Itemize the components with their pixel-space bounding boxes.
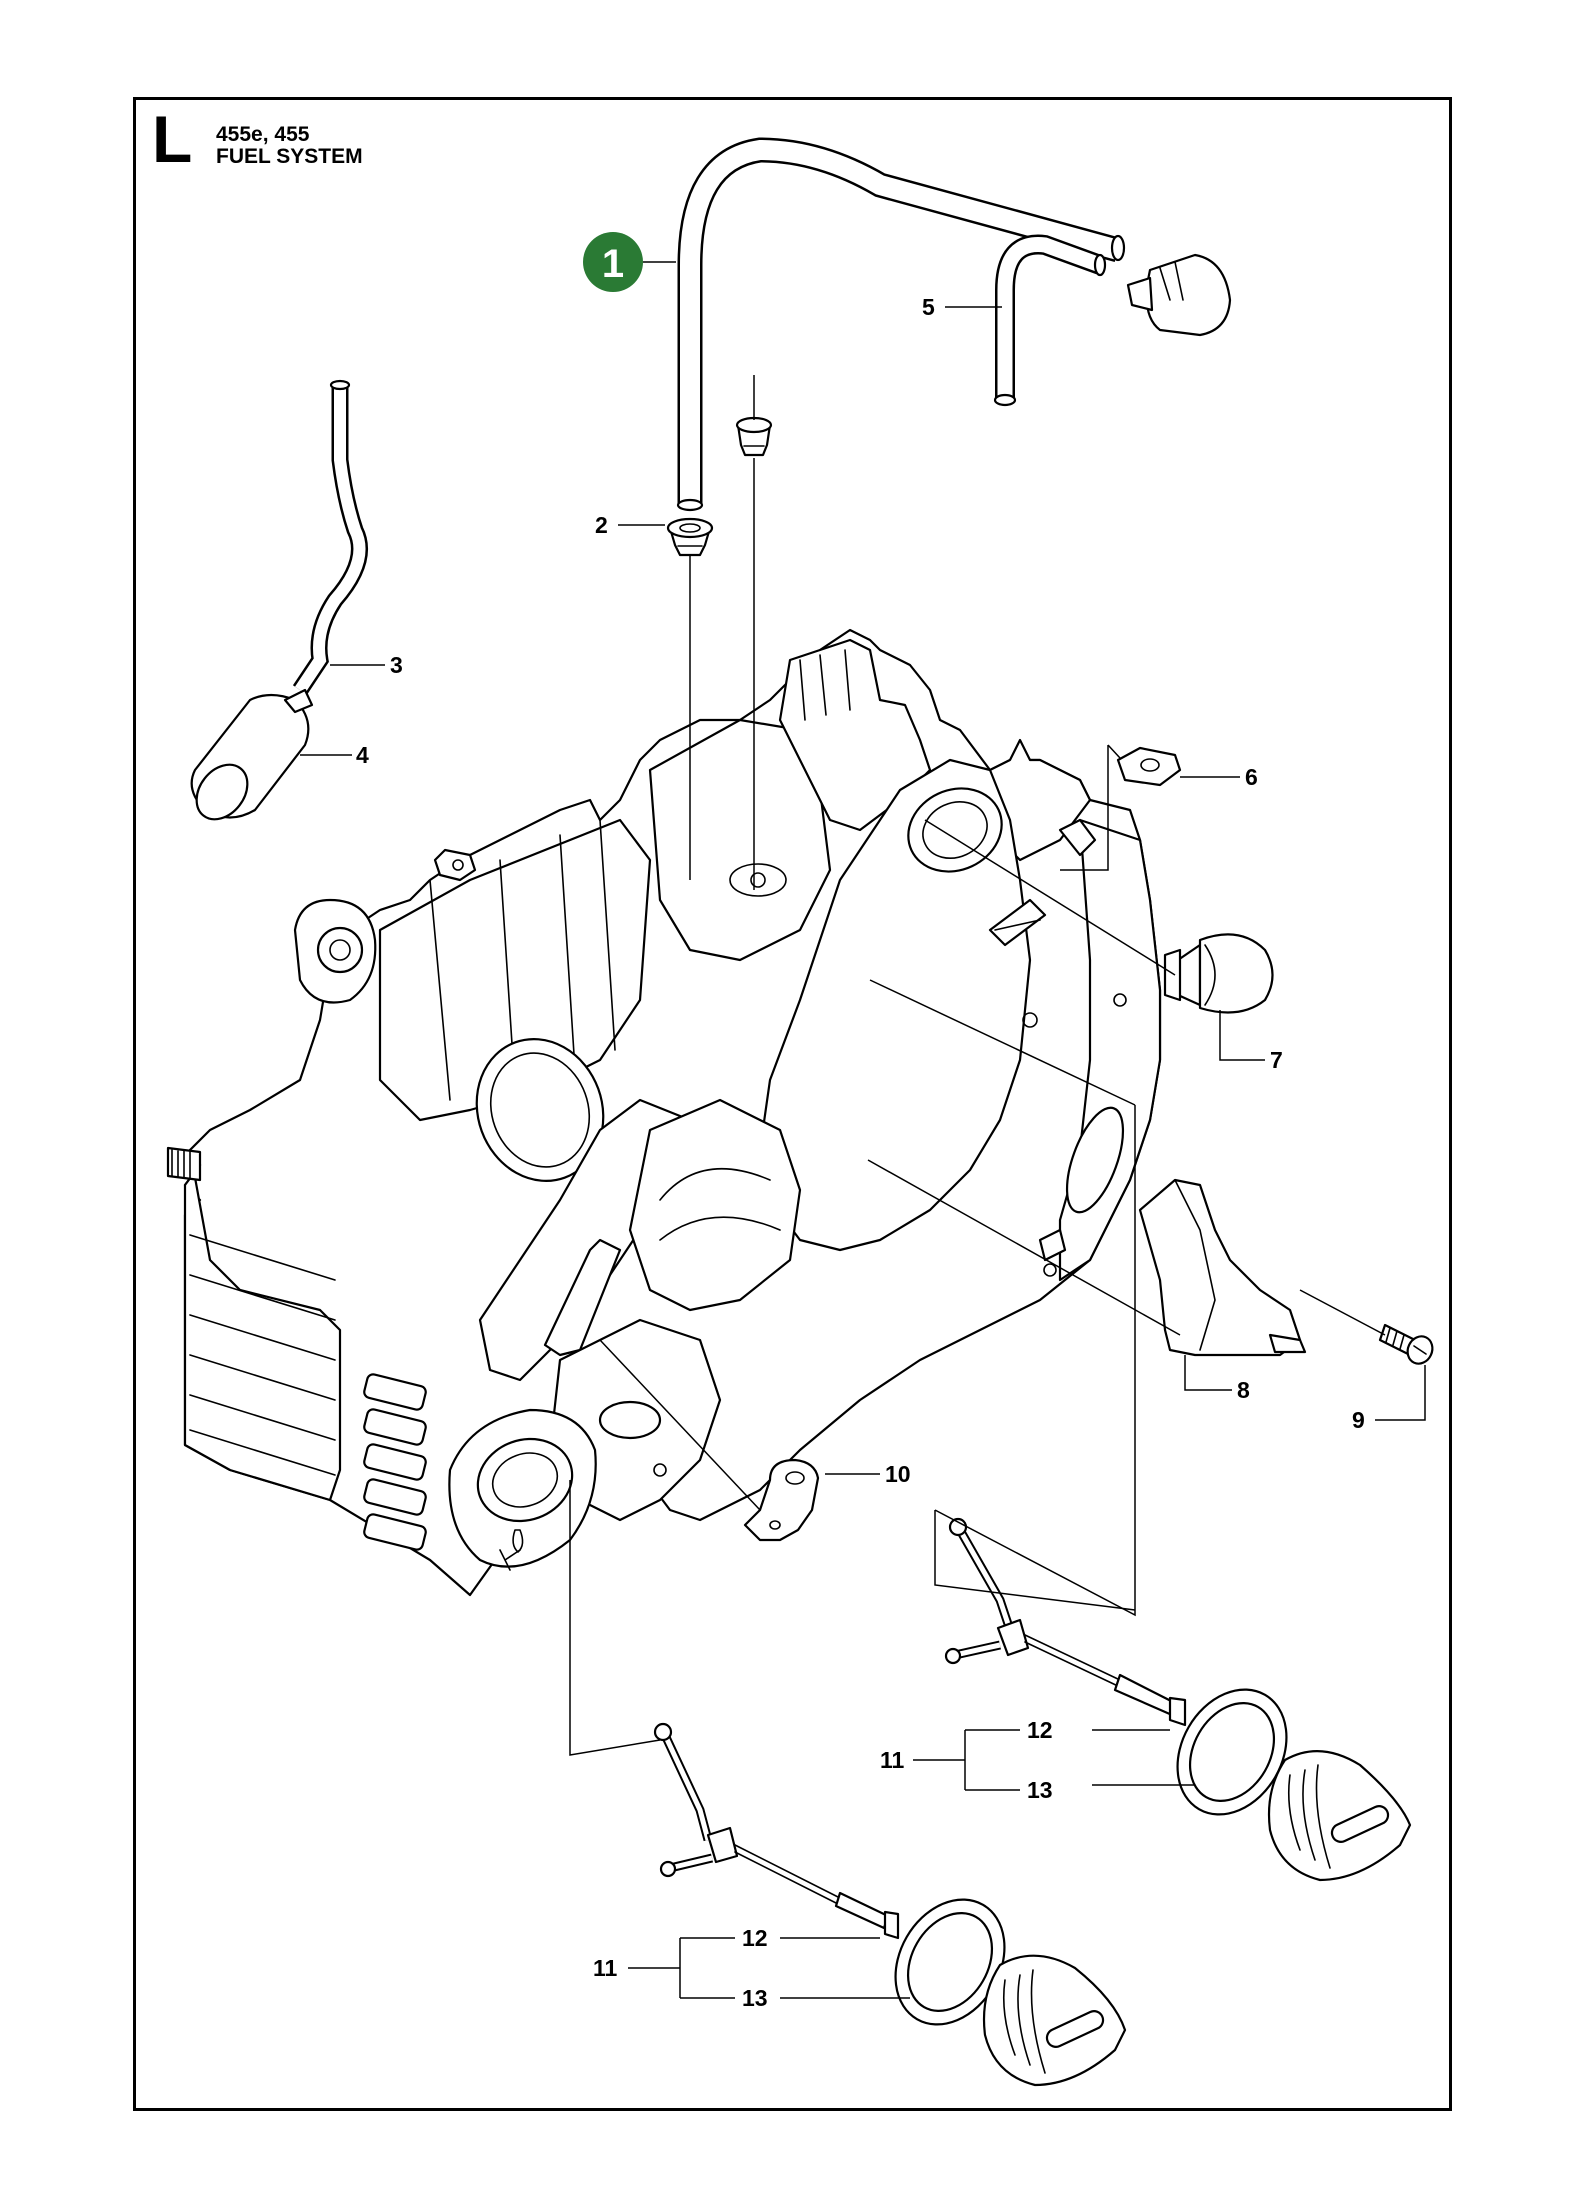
callout-4: 4 xyxy=(356,742,369,768)
filter-hose-part-3 xyxy=(292,379,368,695)
grommet-upper xyxy=(735,416,773,457)
fuel-hose-part-1 xyxy=(676,137,1126,512)
fuel-pickup-assembly-upper xyxy=(944,1517,1412,1882)
fuel-hose-part-5 xyxy=(993,234,1107,407)
section-letter: L xyxy=(152,102,193,176)
model-line: 455e, 455 xyxy=(216,123,310,146)
bracket-part-10 xyxy=(743,1458,820,1542)
fuel-pickup-assembly-lower xyxy=(653,1722,1127,2087)
callout-8: 8 xyxy=(1237,1377,1250,1403)
callout-6: 6 xyxy=(1245,764,1258,790)
fuel-filter-part-4 xyxy=(190,688,314,821)
callout-10: 10 xyxy=(885,1461,911,1487)
badge-label: 1 xyxy=(602,242,624,286)
crankcase-drawing xyxy=(166,628,1162,1597)
callout-7: 7 xyxy=(1270,1047,1283,1073)
grommet-part-2 xyxy=(666,517,714,557)
callout-12-lower: 12 xyxy=(742,1925,768,1951)
callout-5: 5 xyxy=(922,294,935,320)
callout-3: 3 xyxy=(390,652,403,678)
diagram-frame xyxy=(133,97,1452,2111)
screw-part-9 xyxy=(1378,1323,1434,1365)
leader-lines xyxy=(300,306,1426,1999)
deflector-part-8 xyxy=(1138,1178,1307,1357)
callout-13-upper: 13 xyxy=(1027,1777,1053,1803)
callout-13-lower: 13 xyxy=(742,1985,768,2011)
callout-12-upper: 12 xyxy=(1027,1717,1053,1743)
hose-connector xyxy=(1126,253,1232,337)
callout-11-upper: 11 xyxy=(880,1747,905,1773)
primer-bulb-part-7 xyxy=(1163,933,1274,1014)
callout-labels: 2 3 4 5 6 7 8 9 10 11 12 13 11 12 13 xyxy=(356,294,1365,2011)
callout-9: 9 xyxy=(1352,1407,1365,1433)
section-title: FUEL SYSTEM xyxy=(216,145,363,168)
callout-11-lower: 11 xyxy=(593,1955,618,1981)
clip-nut-part-6 xyxy=(1116,746,1182,787)
highlight-badge: 1 xyxy=(583,232,643,292)
callout-2: 2 xyxy=(595,512,608,538)
